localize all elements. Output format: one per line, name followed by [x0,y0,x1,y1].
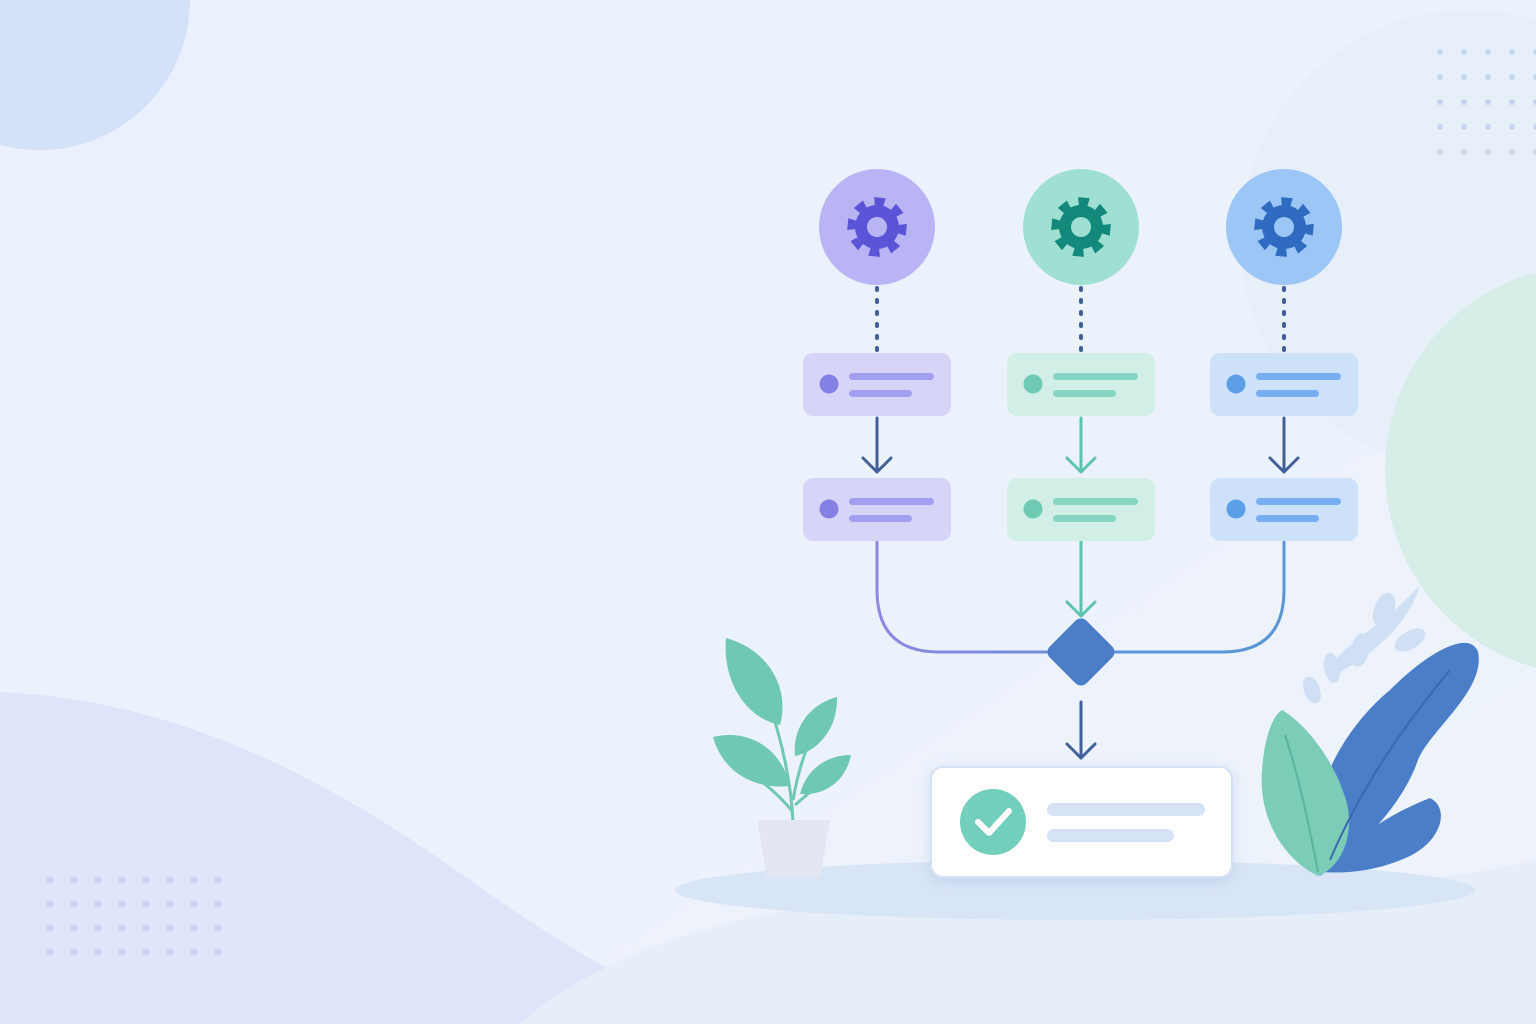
placeholder-line [1256,373,1341,380]
decision-diamond-icon [1047,618,1115,686]
placeholder-line [1256,498,1341,505]
checkmark-icon [960,789,1026,855]
gear-node [1023,169,1139,285]
arrow-down-icon [1065,700,1097,760]
status-dot [1023,499,1043,519]
placeholder-line [1053,515,1116,522]
top-left-blob [0,0,190,150]
merge-connector-left [875,540,1052,654]
placeholder-line [1053,373,1138,380]
placeholder-line [1256,515,1319,522]
placeholder-line [849,498,934,505]
placeholder-line [1047,803,1205,816]
merge-connector-right [1110,540,1286,654]
dot-grid-icon [46,876,222,956]
placeholder-line [1047,829,1174,842]
placeholder-line [1053,390,1116,397]
leaf-plant-pot-icon [713,638,851,878]
right-teal-blob [1385,272,1536,668]
status-dot [1226,499,1246,519]
arrow-down-icon [1065,540,1097,618]
status-dot [1226,374,1246,394]
arrow-down-icon [861,416,893,474]
connectors [861,286,1300,760]
step-card [803,353,951,416]
placeholder-line [849,390,912,397]
ground-shadow [675,860,1475,920]
gear-node [819,169,935,285]
placeholder-line [1053,498,1138,505]
step-card [1007,478,1155,541]
step-card [803,478,951,541]
placeholder-line [849,515,912,522]
status-dot [819,374,839,394]
gear-icon [1051,197,1111,257]
gear-node [1226,169,1342,285]
dot-grid-icon [1437,49,1536,155]
placeholder-line [1256,390,1319,397]
step-card [1210,478,1358,541]
leafy-bush-icon [1261,585,1479,876]
step-card [1007,353,1155,416]
status-dot [1023,374,1043,394]
placeholder-line [849,373,934,380]
arrow-down-icon [1268,416,1300,474]
status-dot [819,499,839,519]
bottom-left-wave [0,692,720,1024]
arrow-down-icon [1065,416,1097,474]
gear-icon [1254,197,1314,257]
gear-icon [847,197,907,257]
step-card [1210,353,1358,416]
